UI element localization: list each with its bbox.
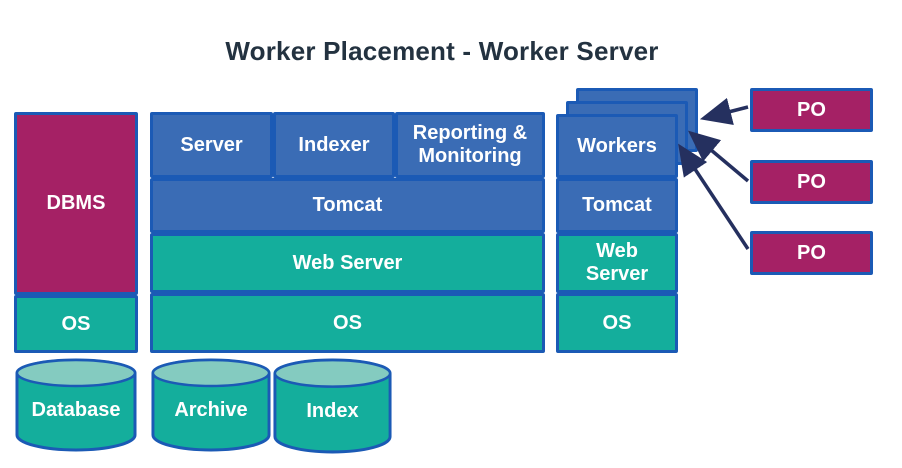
os-label-db-server: OS <box>61 312 91 335</box>
po-label-2: PO <box>797 170 826 193</box>
indexer-box: Indexer <box>273 112 395 178</box>
po-box-1: PO <box>750 88 873 132</box>
server-label: Server <box>180 133 243 156</box>
tomcat-box-app-server: Tomcat <box>150 178 545 233</box>
workers-box: Workers <box>556 114 678 178</box>
os-label-worker-server: OS <box>602 311 632 334</box>
os-box-db-server: OS <box>14 295 138 353</box>
po-box-2: PO <box>750 160 873 204</box>
os-label-app-server: OS <box>333 311 362 334</box>
dbms-label: DBMS <box>46 192 106 214</box>
database-label: Database <box>31 399 121 422</box>
cylinder-shape <box>15 358 137 452</box>
archive-label: Archive <box>174 399 248 422</box>
tomcat-label-worker-server: Tomcat <box>582 194 652 216</box>
server-box: Server <box>150 112 273 178</box>
index-label: Index <box>306 400 359 423</box>
archive-cylinder: Archive <box>150 357 272 453</box>
database-cylinder: Database <box>14 357 138 453</box>
cylinder-shape <box>151 358 271 452</box>
po-arrow-1 <box>699 97 749 126</box>
index-cylinder: Index <box>272 357 393 455</box>
os-box-worker-server: OS <box>556 293 678 353</box>
po-arrow-2 <box>687 130 750 183</box>
tomcat-box-worker-server: Tomcat <box>556 178 678 233</box>
po-box-3: PO <box>750 231 873 275</box>
po-label-3: PO <box>797 241 826 264</box>
po-label-1: PO <box>797 98 826 121</box>
web-server-label-app-server: Web Server <box>292 251 403 274</box>
reporting-monitoring-label: Reporting & Monitoring <box>412 122 528 167</box>
cylinder-shape <box>273 358 392 454</box>
po-arrow-3 <box>678 143 750 250</box>
web-server-box-worker-server: Web Server <box>556 233 678 293</box>
tomcat-label-app-server: Tomcat <box>312 194 383 216</box>
workers-label: Workers <box>577 134 657 157</box>
os-box-app-server: OS <box>150 293 545 353</box>
web-server-label-worker-server: Web Server <box>585 240 649 285</box>
reporting-monitoring-box: Reporting & Monitoring <box>395 112 545 178</box>
diagram-title: Worker Placement - Worker Server <box>225 36 659 66</box>
web-server-box-app-server: Web Server <box>150 233 545 293</box>
indexer-label: Indexer <box>298 133 370 156</box>
dbms-box: DBMS <box>14 112 138 295</box>
